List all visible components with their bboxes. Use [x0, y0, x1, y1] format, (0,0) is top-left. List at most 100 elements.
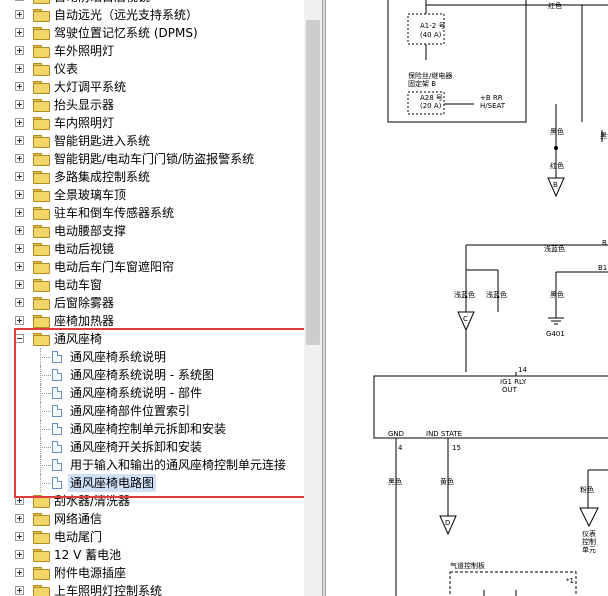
pin-label: 15	[452, 444, 461, 452]
tree-item-label: 附件电源插座	[54, 566, 127, 580]
fuse-box-outline	[387, 0, 527, 123]
tree-folder-item[interactable]: 电动车窗	[0, 276, 304, 294]
tree-folder-item[interactable]: 全景玻璃车顶	[0, 186, 304, 204]
tree-folder-item[interactable]: 通风座椅	[0, 330, 304, 348]
fuse-holder-label: 保险丝/继电器	[408, 71, 452, 80]
tree-folder-item[interactable]: 大灯调平系统	[0, 78, 304, 96]
tree-item-label: 通风座椅开关拆卸和安装	[70, 440, 203, 454]
tree-folder-item[interactable]: 驻车和倒车传感器系统	[0, 204, 304, 222]
unit-pin-name: GND	[388, 430, 404, 438]
tree-item-label: 仪表	[54, 62, 79, 76]
navigation-tree: 自动防眩目后视镜自动远光（远光支持系统） 驾驶位置记忆系统 (DPMS)车外照明灯…	[0, 0, 304, 596]
tree-folder-item[interactable]: 电动后车门车窗遮阳帘	[0, 258, 304, 276]
document-page-icon	[52, 441, 62, 453]
tree-folder-item[interactable]: 驾驶位置记忆系统 (DPMS)	[0, 24, 304, 42]
expand-icon[interactable]	[15, 190, 24, 199]
tree-folder-item[interactable]: 电动尾门	[0, 528, 304, 546]
tree-page-item[interactable]: 通风座椅开关拆卸和安装	[0, 438, 304, 456]
tree-item-label: 车内照明灯	[54, 116, 115, 130]
tree-folder-item[interactable]: 多路集成控制系统	[0, 168, 304, 186]
tree-folder-item[interactable]: 附件电源插座	[0, 564, 304, 582]
expand-icon[interactable]	[15, 10, 24, 19]
collapse-icon[interactable]	[15, 334, 24, 343]
expand-icon[interactable]	[15, 154, 24, 163]
expand-icon[interactable]	[15, 550, 24, 559]
tree-item-label: 电动车窗	[54, 278, 103, 292]
expand-icon[interactable]	[15, 532, 24, 541]
wire-color-label: 红色	[550, 161, 564, 170]
tree-guide-line	[40, 447, 51, 448]
expand-icon[interactable]	[15, 28, 24, 37]
tree-folder-item[interactable]: 智能钥匙进入系统	[0, 132, 304, 150]
expand-icon[interactable]	[15, 208, 24, 217]
unit-pin-name: IND STATE	[426, 430, 462, 438]
tree-page-item[interactable]: 通风座椅系统说明 - 系统图	[0, 366, 304, 384]
tree-page-item[interactable]: 用于输入和输出的通风座椅控制单元连接	[0, 456, 304, 474]
tree-item-label: 全景玻璃车顶	[54, 188, 127, 202]
tree-folder-item[interactable]: 智能钥匙/电动车门门锁/防盗报警系统	[0, 150, 304, 168]
expand-icon[interactable]	[15, 568, 24, 577]
tree-scrollbar[interactable]	[304, 0, 322, 596]
tree-page-item[interactable]: 通风座椅部件位置索引	[0, 402, 304, 420]
expand-icon[interactable]	[15, 262, 24, 271]
tree-page-item[interactable]: 通风座椅系统说明	[0, 348, 304, 366]
expand-icon[interactable]	[15, 280, 24, 289]
tree-item-label: 驻车和倒车传感器系统	[54, 206, 175, 220]
tree-page-item[interactable]: 通风座椅系统说明 - 部件	[0, 384, 304, 402]
tree-folder-item[interactable]: 车内照明灯	[0, 114, 304, 132]
tree-scrollbar-thumb[interactable]	[306, 20, 320, 345]
expand-icon[interactable]	[15, 226, 24, 235]
seat-control-box	[449, 571, 577, 596]
tree-folder-item[interactable]: 电动后视镜	[0, 240, 304, 258]
expand-icon[interactable]	[15, 64, 24, 73]
tree-folder-item[interactable]: 上车照明灯控制系统	[0, 582, 304, 596]
circuit-diagram: A1-2 号 (40 A) 红色 保险丝/继电器 固定架 B A28 号 (20…	[373, 0, 608, 596]
tree-folder-item[interactable]: 抬头显示器	[0, 96, 304, 114]
tree-item-label: 座椅加热器	[54, 314, 115, 328]
unit-label: 控制	[582, 537, 596, 546]
tree-item-label: 刮水器/清洗器	[54, 494, 131, 508]
expand-icon[interactable]	[15, 118, 24, 127]
folder-icon	[33, 549, 50, 562]
tree-folder-item[interactable]: 车外照明灯	[0, 42, 304, 60]
expand-icon[interactable]	[15, 244, 24, 253]
expand-icon[interactable]	[15, 136, 24, 145]
tree-item-label: 自动远光（远光支持系统）	[54, 8, 199, 22]
tree-folder-item[interactable]: 网络通信	[0, 510, 304, 528]
tree-item-label: 通风座椅电路图	[68, 474, 157, 492]
folder-icon	[33, 189, 50, 202]
tree-folder-item[interactable]: 12 V 蓄电池	[0, 546, 304, 564]
pane-splitter[interactable]	[322, 0, 326, 596]
expand-icon[interactable]	[15, 514, 24, 523]
tree-folder-item[interactable]: 电动腰部支撑	[0, 222, 304, 240]
tree-folder-item[interactable]: 后窗除雾器	[0, 294, 304, 312]
tree-item-label: 智能钥匙/电动车门门锁/防盗报警系统	[54, 152, 255, 166]
document-page-icon	[52, 387, 62, 399]
expand-icon[interactable]	[15, 316, 24, 325]
tree-item-label: 智能钥匙进入系统	[54, 134, 151, 148]
tree-folder-item[interactable]: 自动防眩目后视镜	[0, 0, 304, 6]
tree-folder-item[interactable]: 自动远光（远光支持系统）	[0, 6, 304, 24]
tree-folder-item[interactable]: 仪表	[0, 60, 304, 78]
expand-icon[interactable]	[15, 100, 24, 109]
expand-icon[interactable]	[15, 496, 24, 505]
tree-folder-item[interactable]: 刮水器/清洗器	[0, 492, 304, 510]
expand-icon[interactable]	[15, 0, 24, 1]
tree-page-item[interactable]: 通风座椅电路图	[0, 474, 304, 492]
document-page-icon	[52, 405, 62, 417]
connector-label: B1	[598, 264, 607, 272]
expand-icon[interactable]	[15, 82, 24, 91]
tree-guide-line	[40, 393, 51, 394]
ground-label: G401	[546, 330, 565, 338]
expand-icon[interactable]	[15, 46, 24, 55]
folder-icon	[33, 99, 50, 112]
note-label: *1	[566, 577, 574, 585]
expand-icon[interactable]	[15, 586, 24, 595]
expand-icon[interactable]	[15, 172, 24, 181]
folder-icon	[33, 207, 50, 220]
tree-folder-item[interactable]: 座椅加热器	[0, 312, 304, 330]
tree-page-item[interactable]: 通风座椅控制单元拆卸和安装	[0, 420, 304, 438]
tree-guide-line	[40, 375, 51, 376]
expand-icon[interactable]	[15, 298, 24, 307]
folder-icon	[33, 531, 50, 544]
